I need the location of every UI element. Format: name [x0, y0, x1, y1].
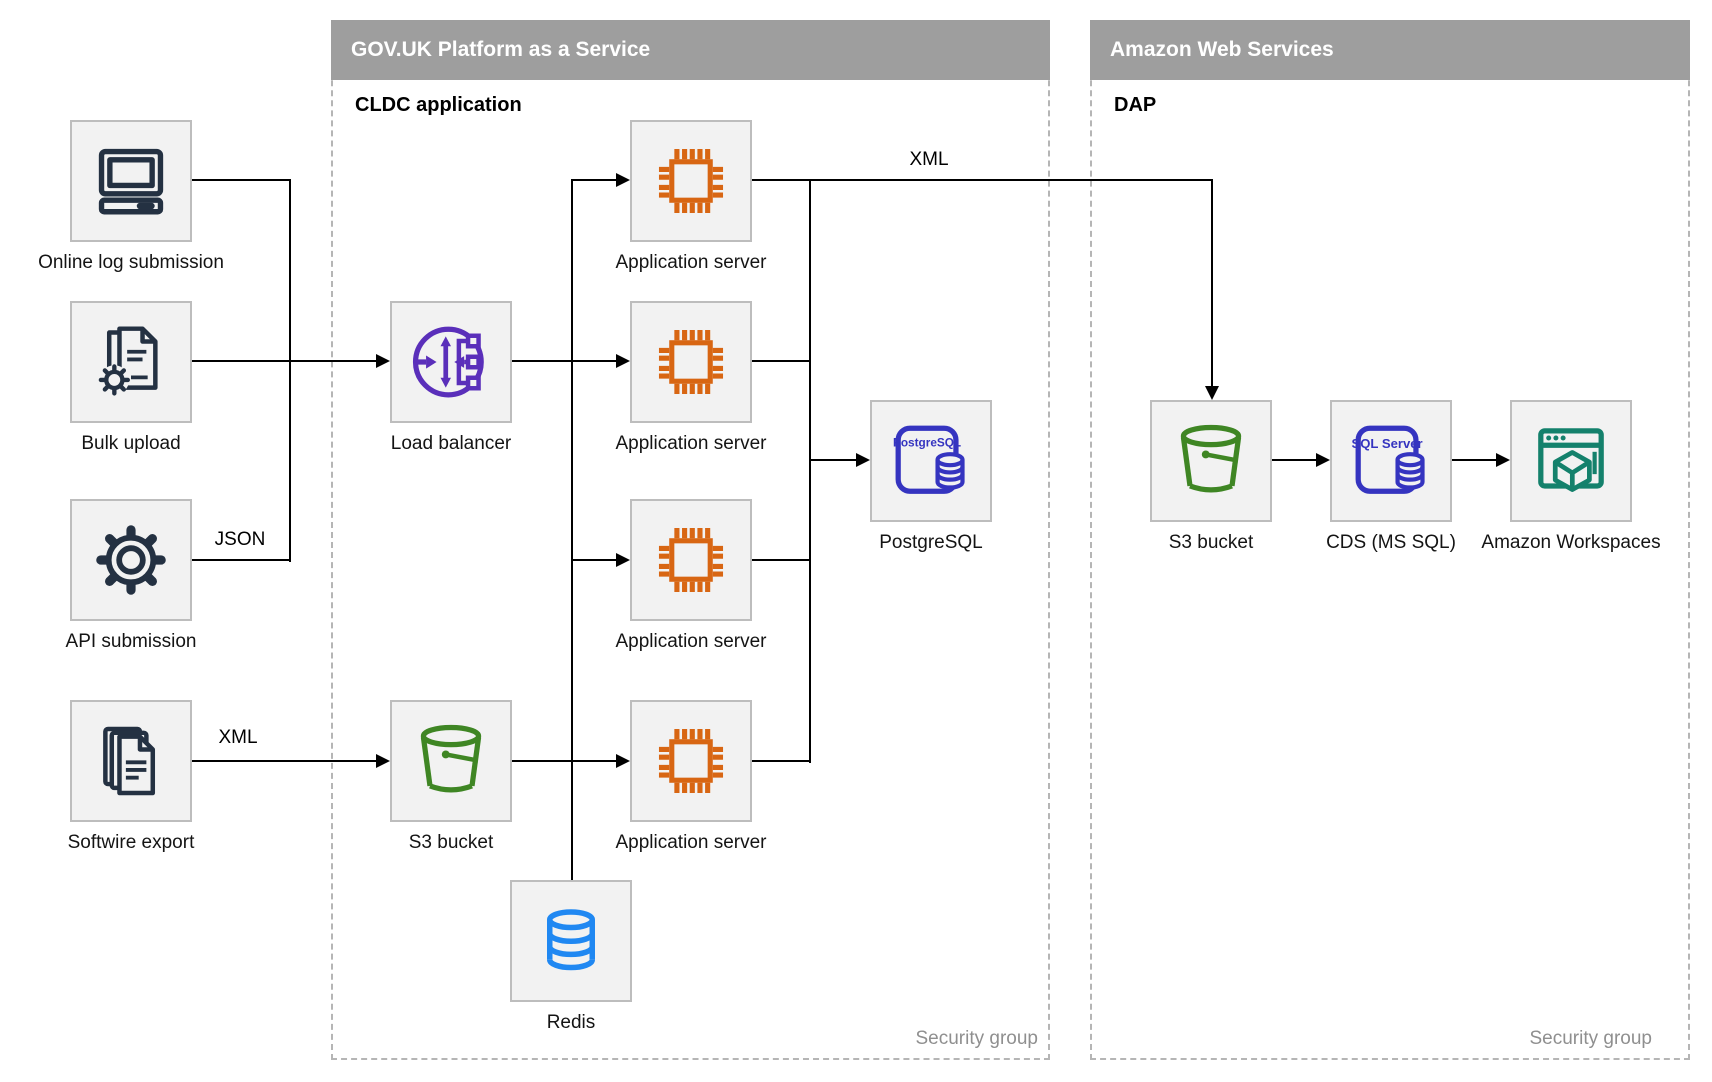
- load-balancer-label: Load balancer: [390, 433, 512, 454]
- node-application-server-2: [630, 301, 752, 423]
- s3-bucket-icon: [1180, 424, 1242, 493]
- node-softwire-export: [70, 700, 192, 822]
- arrowhead-into-s3-mid: [376, 754, 390, 768]
- arrowhead-into-aws-s3: [1205, 386, 1219, 400]
- govuk-paas-title: GOV.UK Platform as a Service: [351, 38, 651, 61]
- aws-security-group-label: Security group: [1529, 1028, 1652, 1049]
- govuk-paas-header: GOV.UK Platform as a Service: [331, 20, 1050, 80]
- documents-stack-icon: [103, 726, 156, 796]
- arrowhead-into-load-balancer: [376, 354, 390, 368]
- arrowhead-into-workspaces: [1496, 453, 1510, 467]
- node-bulk-upload: [70, 301, 192, 423]
- cpu-chip-icon: [658, 527, 724, 593]
- node-govuk-s3-bucket: [390, 700, 512, 822]
- edge-into-app3: [572, 559, 616, 561]
- edge-app3-out: [752, 559, 810, 561]
- cpu-chip-icon: [658, 148, 724, 214]
- bulk-upload-label: Bulk upload: [81, 433, 181, 454]
- arrowhead-into-app1: [616, 173, 630, 187]
- load-balancer-icon: [412, 326, 484, 398]
- edge-into-app1: [572, 179, 616, 181]
- online-log-submission-label: Online log submission: [38, 252, 224, 273]
- edge-into-postgresql: [810, 459, 856, 461]
- node-redis: [510, 880, 632, 1002]
- postgresql-database-icon: PostgreSQL: [893, 425, 965, 494]
- cpu-chip-icon: [658, 728, 724, 794]
- edge-distribution-vertical: [571, 179, 573, 881]
- aws-title: Amazon Web Services: [1110, 38, 1334, 61]
- aws-header: Amazon Web Services: [1090, 20, 1690, 80]
- edge-app2-out: [752, 360, 810, 362]
- json-edge-label: JSON: [214, 529, 266, 550]
- softwire-export-label: Softwire export: [67, 832, 195, 853]
- edge-collector-vertical: [809, 179, 811, 763]
- edge-loadbalancer-out: [512, 360, 616, 362]
- govuk-security-group-label: Security group: [915, 1028, 1038, 1049]
- redis-cache-icon: [547, 909, 595, 971]
- redis-label: Redis: [546, 1012, 596, 1033]
- xml-softwire-edge-label: XML: [218, 727, 258, 748]
- api-submission-label: API submission: [65, 631, 197, 652]
- govuk-paas-container: GOV.UK Platform as a Service CLDC applic…: [331, 20, 1050, 1060]
- node-online-log-submission: [70, 120, 192, 242]
- edge-cds-to-workspaces: [1452, 459, 1496, 461]
- node-application-server-4: [630, 700, 752, 822]
- node-application-server-1: [630, 120, 752, 242]
- node-amazon-workspaces: [1510, 400, 1632, 522]
- aws-container: Amazon Web Services DAP Security group: [1090, 20, 1690, 1060]
- edge-api-json: [192, 559, 290, 561]
- cds-ms-sql-label: CDS (MS SQL): [1326, 532, 1456, 553]
- edge-onlinelog-out: [192, 179, 290, 181]
- arrowhead-into-app4: [616, 754, 630, 768]
- edge-app4-out: [752, 760, 810, 762]
- node-cds-ms-sql: SQL Server: [1330, 400, 1452, 522]
- cldc-application-label: CLDC application: [355, 94, 522, 116]
- arrowhead-into-app2: [616, 354, 630, 368]
- document-gear-icon: [98, 326, 158, 396]
- application-server-4-label: Application server: [615, 832, 767, 853]
- arrowhead-into-postgresql: [856, 453, 870, 467]
- gear-icon: [96, 525, 166, 595]
- node-postgresql: PostgreSQL: [870, 400, 992, 522]
- govuk-s3-bucket-label: S3 bucket: [408, 832, 494, 853]
- aws-s3-bucket-label: S3 bucket: [1168, 532, 1254, 553]
- edge-bulkupload-to-loadbalancer: [192, 360, 378, 362]
- postgresql-icon-text: PostgreSQL: [893, 436, 961, 450]
- node-api-submission: [70, 499, 192, 621]
- desktop-computer-icon: [98, 148, 164, 215]
- edge-xml-down-to-aws-s3: [1211, 179, 1213, 386]
- postgresql-label: PostgreSQL: [879, 532, 983, 553]
- cpu-chip-icon: [658, 329, 724, 395]
- edge-softwire-xml-to-s3: [192, 760, 376, 762]
- edge-s3mid-to-app4: [512, 760, 616, 762]
- browser-cube-icon: [1538, 428, 1604, 492]
- node-application-server-3: [630, 499, 752, 621]
- node-load-balancer: [390, 301, 512, 423]
- sql-server-icon-text: SQL Server: [1351, 436, 1422, 451]
- application-server-3-label: Application server: [615, 631, 767, 652]
- application-server-2-label: Application server: [615, 433, 767, 454]
- edge-awss3-to-cds: [1272, 459, 1316, 461]
- sql-server-database-icon: SQL Server: [1351, 425, 1425, 494]
- s3-bucket-icon: [420, 724, 482, 793]
- edge-sources-junction-vertical: [289, 179, 291, 562]
- dap-label: DAP: [1114, 94, 1157, 116]
- edge-app1-xml-to-aws: [752, 179, 1213, 181]
- amazon-workspaces-label: Amazon Workspaces: [1481, 532, 1661, 553]
- node-aws-s3-bucket: [1150, 400, 1272, 522]
- application-server-1-label: Application server: [615, 252, 767, 273]
- arrowhead-into-app3: [616, 553, 630, 567]
- arrowhead-into-cds: [1316, 453, 1330, 467]
- xml-to-aws-edge-label: XML: [909, 149, 949, 170]
